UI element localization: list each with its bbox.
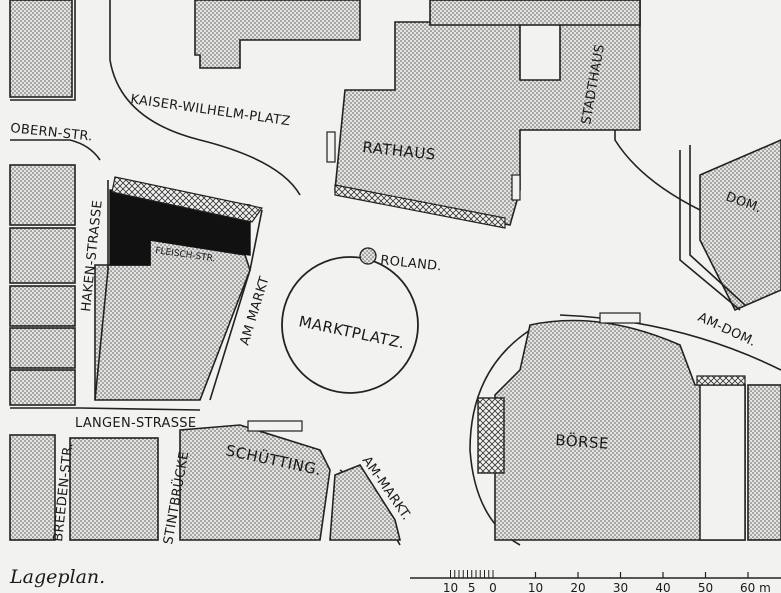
scale-label: 10 <box>528 581 543 593</box>
label-marktplatz: MARKTPLATZ. <box>297 312 406 352</box>
scale-label: 10 <box>443 581 458 593</box>
borse-portico <box>477 397 505 474</box>
building-bottom-1 <box>9 434 56 541</box>
rathaus-stair-left <box>326 131 336 163</box>
building-bottom-2 <box>69 437 159 541</box>
building-rathaus-annex <box>429 0 641 26</box>
building-borse <box>494 319 746 541</box>
road-langen-kerb <box>10 407 201 411</box>
building-far-right-bottom <box>747 384 781 541</box>
building-left-1 <box>9 164 76 226</box>
road-obern-kerb <box>10 139 101 161</box>
scale-label: 30 <box>613 581 628 593</box>
scale-label: 5 <box>468 581 476 593</box>
building-bottom-right-of-schutting <box>329 464 402 541</box>
schutting-stair <box>247 420 303 432</box>
road-right-kerb <box>614 0 701 211</box>
borse-stair-top <box>599 312 641 324</box>
building-dom <box>699 139 781 312</box>
building-left-5 <box>9 369 76 406</box>
building-top-center <box>194 0 361 69</box>
label-kaiser-wilhelm-platz: KAISER-WILHELM-PLATZ <box>129 92 291 129</box>
label-obern-str: OBERN-STR. <box>10 121 94 145</box>
dom-wall <box>679 145 746 311</box>
label-borse: BÖRSE <box>555 430 610 453</box>
label-langen-strasse: LANGEN-STRASSE <box>75 416 196 431</box>
label-am-dom: AM-DOM. <box>695 310 758 350</box>
haken-kerb <box>94 180 109 401</box>
building-schutting <box>179 424 331 541</box>
marktplatz-circle <box>281 256 419 394</box>
rathaus-arcade <box>334 184 506 229</box>
scale-label: 60 m <box>740 581 771 593</box>
building-rathaus <box>334 0 641 226</box>
building-left-2 <box>9 227 76 284</box>
road-kaiser-kerb <box>109 0 301 196</box>
label-roland: ROLAND. <box>380 253 443 274</box>
building-top-left <box>9 0 73 98</box>
road-top-left <box>10 0 76 101</box>
road-dom-kerb <box>559 314 781 371</box>
roland-statue <box>359 247 377 265</box>
plan-title: Lageplan. <box>9 566 105 588</box>
borse-annex <box>699 384 746 541</box>
scale-label: 0 <box>489 581 497 593</box>
borse-annex-arcade <box>696 375 746 386</box>
building-left-3 <box>9 285 76 327</box>
scale-label: 40 <box>655 581 670 593</box>
building-left-4 <box>9 327 76 369</box>
highlighted-arcade <box>111 176 264 223</box>
scale-label: 20 <box>570 581 585 593</box>
scale-label: 50 <box>698 581 713 593</box>
rathaus-stair-right <box>511 174 521 201</box>
am-markt-kerb <box>209 209 263 401</box>
